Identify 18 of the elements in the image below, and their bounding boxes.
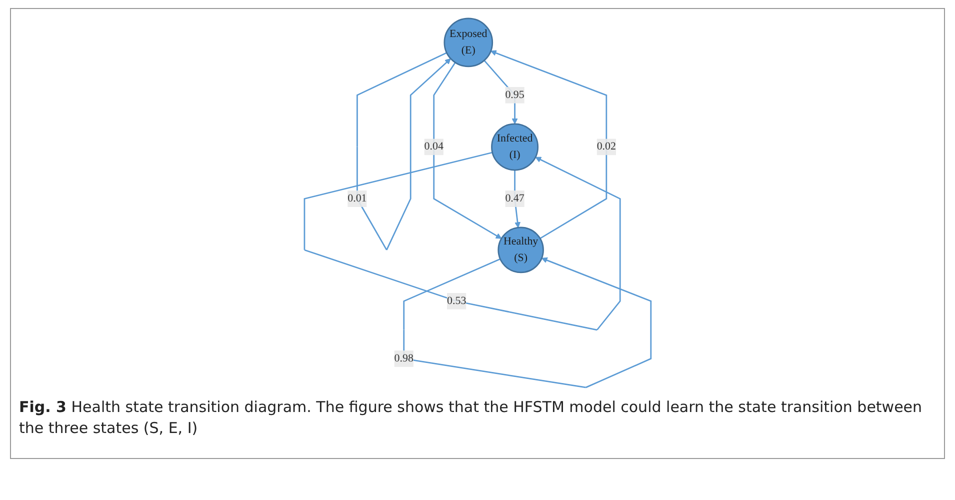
arrow (403, 257, 652, 388)
arrow (484, 60, 518, 124)
edge-label: 0.98 (394, 352, 414, 364)
edge-label: 0.02 (596, 140, 616, 152)
node-circle: Exposed (E) (444, 18, 493, 68)
arrow (433, 62, 502, 239)
figure-caption: Fig. 3 Health state transition diagram. The figure shows that the HFSTM model could learn the state transition between the three states (S, E, I) (19, 397, 924, 439)
arrow (356, 52, 451, 250)
arrow (490, 50, 607, 240)
arrow (304, 152, 621, 331)
edge-label: 0.47 (505, 192, 524, 204)
edge-label: 0.53 (446, 294, 466, 307)
edge-label: 0.95 (505, 89, 524, 101)
edge-label: 0.04 (424, 140, 444, 152)
node-circle: Infected (I) (490, 123, 538, 171)
edge-label: 0.01 (347, 192, 367, 204)
arrow (514, 170, 520, 228)
node-circle: Healthy (S) (497, 226, 544, 274)
